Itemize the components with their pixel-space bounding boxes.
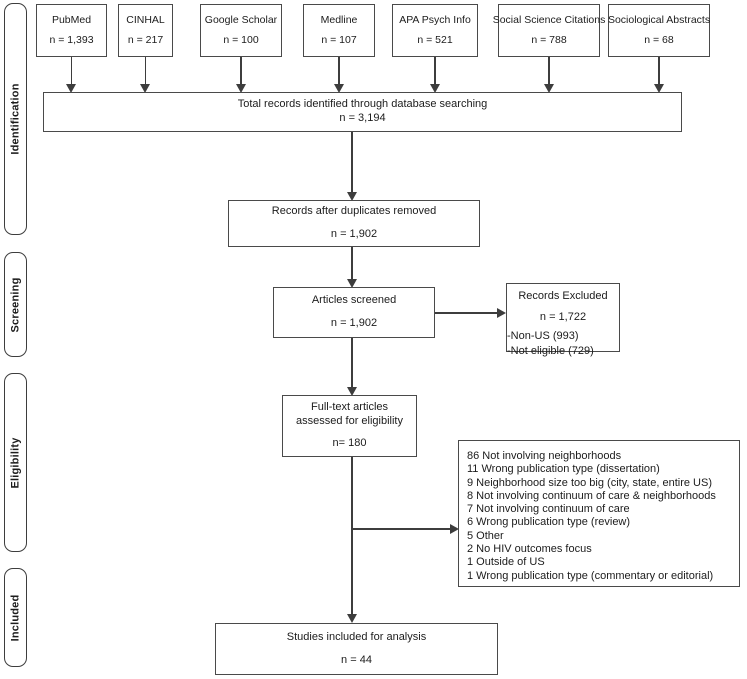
- exclusion-reason: 2 No HIV outcomes focus: [467, 543, 592, 556]
- duplicates-removed-box: Records after duplicates removed n = 1,9…: [228, 200, 480, 247]
- exclusion-reason: 1 Wrong publication type (commentary or …: [467, 569, 714, 582]
- exclusion-reasons-box: 86 Not involving neighborhoods 11 Wrong …: [458, 440, 740, 587]
- exclusion-reason: 6 Wrong publication type (review): [467, 516, 631, 529]
- source-name: Medline: [320, 13, 358, 26]
- total-records-box: Total records identified through databas…: [43, 92, 682, 132]
- arrowhead-google-to-total: [235, 84, 246, 93]
- arrow-line-duplicates-to-screened: [351, 247, 353, 280]
- exclusion-reason: 5 Other: [467, 529, 504, 542]
- source-name: PubMed: [51, 13, 92, 26]
- records-excluded-item: -Non-US (993): [507, 329, 579, 342]
- arrowhead-pubmed-to-total: [66, 84, 76, 93]
- arrowhead-duplicates-to-screened: [346, 279, 357, 288]
- arrowhead-ssc-to-total: [543, 84, 554, 93]
- stage-screening: Screening: [4, 252, 27, 357]
- arrowhead-screened-to-fulltext: [346, 387, 357, 396]
- arrowhead-fulltext-to-included: [346, 614, 357, 623]
- source-name: APA Psych Info: [399, 13, 471, 26]
- stage-identification-label: Identification: [9, 83, 22, 155]
- arrowhead-apa-to-total: [429, 84, 440, 93]
- total-records-text: Total records identified through databas…: [237, 98, 488, 111]
- total-records-count: n = 3,194: [339, 112, 386, 124]
- source-box-sociological-abstracts: Sociological Abstracts n = 68: [608, 4, 710, 57]
- exclusion-reason: 7 Not involving continuum of care: [467, 503, 630, 516]
- source-name: CINHAL: [126, 13, 165, 26]
- arrowhead-screened-to-excluded: [497, 308, 506, 318]
- arrowhead-cinhal-to-total: [140, 84, 150, 93]
- studies-included-box: Studies included for analysis n = 44: [215, 623, 498, 675]
- arrowhead-branch-to-reasons: [450, 524, 459, 534]
- source-count: n = 107: [321, 33, 357, 46]
- arrow-line-screened-to-fulltext: [351, 338, 353, 388]
- arrowhead-medline-to-total: [333, 84, 344, 93]
- source-box-social-science-citations: Social Science Citations n = 788: [493, 4, 605, 57]
- source-box-pubmed: PubMed n = 1,393: [36, 4, 107, 57]
- arrow-line-ssc-to-total: [548, 57, 550, 85]
- stage-identification: Identification: [4, 3, 27, 235]
- source-count: n = 521: [417, 33, 453, 46]
- source-count: n = 217: [127, 33, 164, 46]
- exclusion-reason: 86 Not involving neighborhoods: [467, 450, 622, 462]
- arrow-line-pubmed-to-total: [70, 57, 73, 85]
- fulltext-text-line1: Full-text articles: [310, 400, 389, 413]
- source-count: n = 100: [223, 33, 259, 46]
- source-name: Google Scholar: [204, 13, 278, 26]
- arrow-line-total-to-duplicates: [351, 132, 353, 193]
- stage-included-label: Included: [9, 594, 22, 641]
- articles-screened-box: Articles screened n = 1,902: [273, 287, 435, 338]
- arrow-line-google-to-total: [240, 57, 242, 85]
- fulltext-assessed-box: Full-text articles assessed for eligibil…: [282, 395, 417, 457]
- source-name: Sociological Abstracts: [607, 13, 711, 26]
- arrow-line-medline-to-total: [338, 57, 340, 85]
- records-excluded-item: -Not eligible (729): [507, 345, 594, 358]
- source-box-apa-psych-info: APA Psych Info n = 521: [392, 4, 478, 57]
- arrow-line-apa-to-total: [434, 57, 436, 85]
- arrow-line-screened-to-excluded: [435, 312, 497, 314]
- source-box-cinhal: CINHAL n = 217: [118, 4, 173, 57]
- source-box-medline: Medline n = 107: [303, 4, 375, 57]
- duplicates-removed-text: Records after duplicates removed: [271, 205, 437, 218]
- stage-eligibility: Eligibility: [4, 373, 27, 552]
- arrow-line-fulltext-to-included: [351, 457, 353, 615]
- fulltext-text-line2: assessed for eligibility: [296, 414, 403, 427]
- fulltext-count: n= 180: [332, 437, 367, 450]
- records-excluded-count: n = 1,722: [539, 310, 587, 323]
- source-box-google-scholar: Google Scholar n = 100: [200, 4, 282, 57]
- stage-eligibility-label: Eligibility: [9, 436, 22, 489]
- arrow-line-cinhal-to-total: [144, 57, 147, 85]
- duplicates-removed-count: n = 1,902: [330, 228, 378, 240]
- articles-screened-text: Articles screened: [311, 294, 397, 307]
- exclusion-reason: 9 Neighborhood size too big (city, state…: [467, 476, 712, 489]
- source-count: n = 68: [644, 33, 674, 46]
- records-excluded-box: Records Excluded n = 1,722 -Non-US (993)…: [506, 283, 620, 357]
- exclusion-reason: 8 Not involving continuum of care & neig…: [467, 489, 716, 502]
- arrow-line-branch-to-reasons: [352, 528, 450, 530]
- articles-screened-count: n = 1,902: [330, 317, 378, 329]
- source-name: Social Science Citations: [492, 13, 606, 26]
- stage-included: Included: [4, 568, 27, 667]
- exclusion-reason: 11 Wrong publication type (dissertation): [467, 463, 660, 476]
- arrowhead-total-to-duplicates: [346, 192, 357, 201]
- records-excluded-title: Records Excluded: [518, 290, 608, 302]
- studies-included-text: Studies included for analysis: [286, 630, 427, 643]
- studies-included-count: n = 44: [341, 653, 372, 666]
- stage-screening-label: Screening: [9, 277, 22, 332]
- arrowhead-soc-abstracts-to-total: [653, 84, 664, 93]
- exclusion-reason: 1 Outside of US: [467, 556, 545, 569]
- source-count: n = 788: [531, 33, 567, 46]
- source-count: n = 1,393: [49, 33, 94, 46]
- arrow-line-soc-abstracts-to-total: [658, 57, 660, 85]
